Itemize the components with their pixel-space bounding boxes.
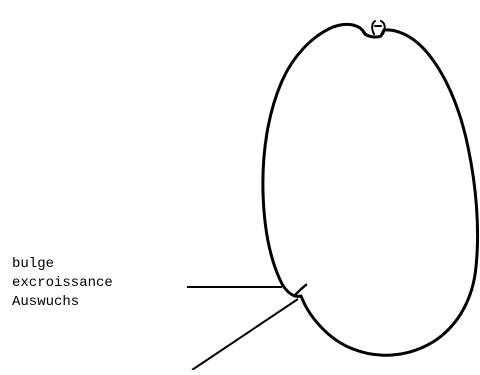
bulge-label-group: bulge excroissance Auswuchs <box>12 255 113 312</box>
label-french: excroissance <box>12 275 113 291</box>
label-english: bulge <box>12 256 55 272</box>
label-german: Auswuchs <box>12 294 80 310</box>
bulge-notch <box>292 283 308 298</box>
pointer-line <box>191 298 299 371</box>
fruit-outline <box>261 22 480 357</box>
